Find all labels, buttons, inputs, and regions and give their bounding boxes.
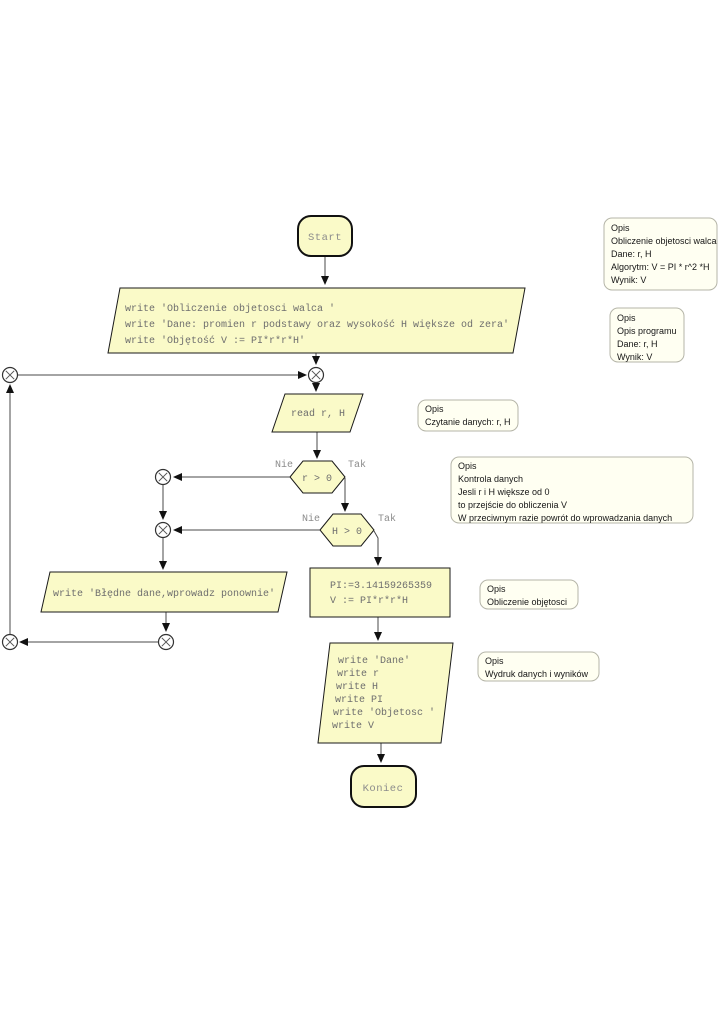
decision-r-label: r > 0 xyxy=(302,474,332,485)
comment-print-results: Opis Wydruk danych i wyników xyxy=(477,651,600,682)
node-main-output: write 'Obliczenie objetosci walca ' writ… xyxy=(107,287,526,354)
junction-connector-r-no xyxy=(154,468,172,486)
comment-line: Obliczenie objetosci walca xyxy=(611,236,717,246)
comment-line: Wynik: V xyxy=(617,352,652,362)
main-output-line: write 'Dane: promien r podstawy oraz wys… xyxy=(125,319,509,331)
comment-line: Czytanie danych: r, H xyxy=(425,417,511,427)
decision-h-yes-label: Tak xyxy=(378,513,396,525)
comment-line: Opis xyxy=(617,313,636,323)
node-result-output: write 'Dane' write r write H write PI wr… xyxy=(317,642,454,744)
comment-line: Opis xyxy=(611,223,630,233)
main-output-line: write 'Objętość V := PI*r*r*H' xyxy=(125,335,305,347)
comment-line: Dane: r, H xyxy=(611,249,652,259)
junction-connector-top-left xyxy=(1,366,19,384)
decision-h-no-label: Nie xyxy=(302,513,320,525)
result-output-line: write H xyxy=(336,681,378,693)
result-output-line: write V xyxy=(332,720,374,732)
result-output-line: write 'Dane' xyxy=(338,655,410,667)
comment-line: Opis xyxy=(425,404,444,414)
flow-edges xyxy=(5,256,385,763)
junction-connector-bottom-left xyxy=(1,633,19,651)
result-output-line: write PI xyxy=(335,694,383,706)
node-read-input: read r, H xyxy=(271,393,364,433)
comment-compute-volume: Opis Obliczenie objętosci xyxy=(479,579,579,610)
comment-line: Opis xyxy=(458,461,477,471)
comment-line: Opis xyxy=(487,584,506,594)
node-start: Start xyxy=(297,215,353,257)
decision-r-yes-label: Tak xyxy=(348,459,366,471)
comment-line: Opis programu xyxy=(617,326,677,336)
decision-h-label: H > 0 xyxy=(332,527,362,538)
comment-program-description: Opis Opis programu Dane: r, H Wynik: V xyxy=(609,307,685,363)
comment-line: Jesli r i H większe od 0 xyxy=(458,487,550,497)
comment-read-data: Opis Czytanie danych: r, H xyxy=(417,399,519,432)
main-output-line: write 'Obliczenie objetosci walca ' xyxy=(125,303,335,315)
comment-line: to przejście do obliczenia V xyxy=(458,500,567,510)
junction-connector-h-no xyxy=(154,521,172,539)
error-output-label: write 'Błędne dane,wprowadz ponownie' xyxy=(53,588,275,600)
edge-decision-h-yes xyxy=(373,530,382,566)
result-output-line: write 'Objetosc ' xyxy=(333,707,435,719)
comment-line: Kontrola danych xyxy=(458,474,523,484)
comment-line: Obliczenie objętosci xyxy=(487,597,567,607)
junction-connector-bottom-mid xyxy=(157,633,175,651)
comment-line: Dane: r, H xyxy=(617,339,658,349)
comment-line: Wynik: V xyxy=(611,275,646,285)
comment-data-validation: Opis Kontrola danych Jesli r i H większe… xyxy=(450,456,694,524)
junction-connector-top-mid xyxy=(307,366,325,384)
result-output-line: write r xyxy=(337,668,379,680)
node-end-label: Koniec xyxy=(363,783,404,795)
compute-line: V := PI*r*r*H xyxy=(330,595,408,607)
node-decision-r: r > 0 Nie Tak xyxy=(275,459,366,494)
node-start-label: Start xyxy=(308,232,342,244)
node-decision-h: H > 0 Nie Tak xyxy=(302,513,396,547)
compute-line: PI:=3.14159265359 xyxy=(330,581,432,592)
node-end: Koniec xyxy=(350,765,417,808)
comment-line: W przeciwnym razie powrót do wprowadzani… xyxy=(458,513,672,523)
node-error-output: write 'Błędne dane,wprowadz ponownie' xyxy=(40,571,288,613)
read-input-label: read r, H xyxy=(291,408,345,420)
comment-program-summary: Opis Obliczenie objetosci walca Dane: r,… xyxy=(603,217,718,291)
node-compute: PI:=3.14159265359 V := PI*r*r*H xyxy=(309,567,451,618)
comment-line: Algorytm: V = PI * r^2 *H xyxy=(611,262,710,272)
comment-line: Opis xyxy=(485,656,504,666)
comment-line: Wydruk danych i wyników xyxy=(485,669,588,679)
decision-r-no-label: Nie xyxy=(275,459,293,471)
